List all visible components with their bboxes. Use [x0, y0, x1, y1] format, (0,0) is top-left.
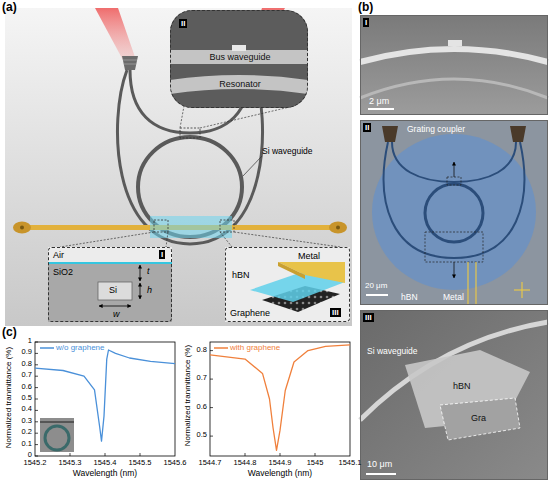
panel-letter: (c): [2, 326, 17, 340]
micrograph-panel: I 2 μm: [360, 15, 548, 115]
tick-label: 1544.7: [190, 459, 230, 468]
part-label: Grating coupler: [407, 125, 465, 135]
dimension-label: t: [147, 266, 150, 276]
legend-sample: [40, 344, 54, 352]
tick-label: 0.8: [176, 346, 207, 355]
panel-letter: (b): [358, 1, 373, 15]
legend-line: [40, 347, 54, 349]
tick-label: 0.8: [0, 360, 32, 369]
legend-text: with graphene: [230, 344, 280, 352]
panel-tag: II: [363, 123, 371, 132]
tick-label: 0.5: [0, 394, 32, 403]
inset-box: III Metal hBN Graphene: [225, 247, 350, 322]
panel-tag: I: [159, 250, 165, 259]
part-label: Resonator: [171, 79, 309, 89]
part-label: Bus waveguide: [171, 52, 309, 62]
tick-label: 0.3: [0, 417, 32, 426]
material-label: hBN: [232, 270, 250, 280]
tick-label: 0.6: [0, 383, 32, 392]
tick-label: 1544.9: [260, 459, 300, 468]
tick-label: 0.2: [0, 428, 32, 437]
part-label: Gra: [471, 413, 486, 423]
panel-tag: I: [363, 18, 369, 27]
part-label: Si waveguide: [367, 347, 418, 357]
legend-line: [214, 347, 228, 349]
tick-label: 0.5: [176, 431, 207, 440]
part-label: Metal: [443, 293, 464, 303]
axis-title: Wavelength (nm): [230, 469, 330, 479]
material-label: Graphene: [230, 308, 270, 318]
axis-title: Wavelength (nm): [55, 469, 155, 479]
material-label: SiO2: [53, 267, 73, 277]
inset-box: II Bus waveguideResonator: [170, 10, 308, 108]
part-label: hBN: [401, 293, 418, 303]
part-label: hBN: [453, 381, 471, 391]
scale-label: 2 μm: [369, 96, 389, 106]
tick-label: 1: [0, 337, 32, 346]
axis-title: Normalized tranmittance (%): [4, 338, 13, 458]
tick-label: 0.7: [176, 374, 207, 383]
scale-label: 20 μm: [365, 281, 387, 290]
dimension-label: h: [147, 285, 152, 295]
legend-sample: [214, 344, 228, 352]
tick-label: 0.4: [0, 405, 32, 414]
tick-label: 0.6: [176, 403, 207, 412]
legend-item: w/o graphene: [40, 344, 104, 352]
panel-tag: II: [179, 19, 187, 28]
scale-label: 10 μm: [367, 459, 392, 469]
tick-label: 1545.3: [50, 459, 90, 468]
material-label: Air: [53, 250, 64, 260]
panel-tag: III: [363, 313, 374, 322]
tick-label: 1545.1: [330, 459, 370, 468]
part-label: Si waveguide: [262, 147, 313, 157]
axis-title: Normalized tranmittance (%): [183, 336, 192, 456]
tick-label: 0.9: [0, 348, 32, 357]
panel-letter: (a): [2, 1, 17, 15]
tick-label: 1545.6: [155, 459, 195, 468]
micrograph-panel: III Si waveguide hBN Gra 10 μm: [360, 310, 548, 480]
tick-label: 1544.8: [225, 459, 265, 468]
tick-label: 0.7: [0, 371, 32, 380]
dimension-label: w: [113, 309, 120, 319]
tick-label: 1545.2: [15, 459, 55, 468]
panel-tag: III: [330, 308, 341, 317]
tick-label: 1545.4: [85, 459, 125, 468]
tick-label: 0.1: [0, 440, 32, 449]
material-label: Si: [109, 285, 117, 295]
inset-box: I AirSiO2 th Si w: [48, 247, 172, 322]
legend-text: w/o graphene: [56, 344, 104, 352]
micrograph-panel: II Grating coupler 20 μm hBN Metal: [360, 120, 548, 305]
material-label: Metal: [298, 251, 320, 261]
legend-item: with graphene: [214, 344, 280, 352]
tick-label: 1545: [295, 459, 335, 468]
tick-label: 1545.5: [120, 459, 160, 468]
